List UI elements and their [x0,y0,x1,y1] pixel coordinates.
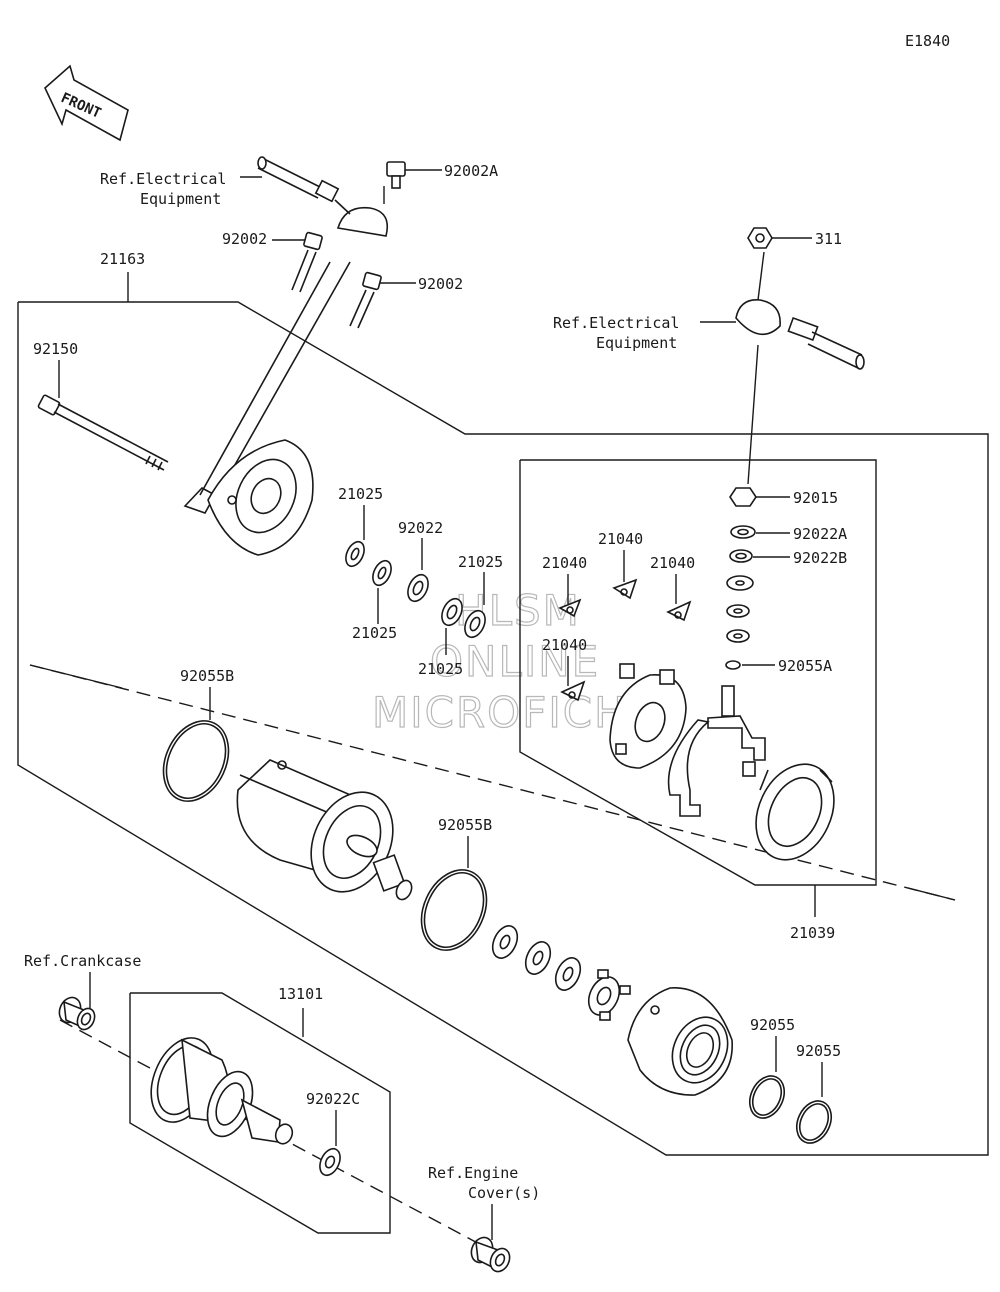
callout-92022: 92022 [398,519,443,537]
center-axis [29,664,956,901]
nut-92015-icon [729,487,757,507]
ref-electrical-2-line2: Equipment [596,334,677,352]
ref-electrical-1-line2: Equipment [140,190,221,208]
washer-21025-a [345,540,365,568]
front-arrow-icon: FRONT [44,64,129,142]
ref-electrical-2-line1: Ref.Electrical [553,314,679,332]
o-ring-92055B-a [162,720,230,802]
callout-92055-a: 92055 [750,1016,795,1034]
callout-92055B-a: 92055B [180,667,234,685]
callout-21039: 21039 [790,924,835,942]
diagram-code: E1840 [905,32,950,50]
front-end-cover [627,987,733,1096]
group-outline-13101 [129,992,391,1234]
bushing-engine-cover [470,1236,511,1273]
ref-electrical-1-line1: Ref.Electrical [100,170,226,188]
bolt-92002A-icon [386,161,406,189]
washer-21025-d [464,609,486,639]
starter-cable-top [257,156,389,237]
brush-21040-d [560,680,586,702]
callout-92022A: 92022A [793,525,847,543]
brush-plate [609,663,687,769]
watermark-line-2: ONLINE [430,637,600,686]
callout-92150: 92150 [33,340,78,358]
nut-311-icon [747,227,773,249]
bushing-crankcase [58,996,96,1031]
washer-92022A [730,525,756,539]
callout-92055-b: 92055 [796,1042,841,1060]
callout-21025-c: 21025 [458,553,503,571]
callout-92055B-b: 92055B [438,816,492,834]
callout-21040-a: 21040 [542,554,587,572]
motor-yoke [236,759,413,901]
o-ring-92055-b [795,1100,833,1144]
washer-21025-c [441,597,463,627]
washer-92022C [319,1147,341,1177]
ref-engine-cover-line2: Cover(s) [468,1184,540,1202]
callout-92002-upper: 92002 [222,230,267,248]
washer-92022 [407,573,429,603]
callout-311: 311 [815,230,842,248]
bolt-92002-lower-icon [349,271,382,329]
callout-92055A: 92055A [778,657,832,675]
ref-engine-cover-line1: Ref.Engine [428,1164,518,1182]
bolt-92002-upper-icon [291,231,323,293]
through-bolt-92150-icon [37,394,169,471]
commutator-cap [755,763,835,861]
callout-21025-d: 21025 [418,660,463,678]
watermark-line-3: MICROFICHE [372,688,656,737]
callout-21040-c: 21040 [650,554,695,572]
callout-21025-b: 21025 [352,624,397,642]
watermark: HLSM ONLINE MICROFICHE [371,585,656,737]
o-ring-92055-a [748,1075,786,1119]
callout-92022B: 92022B [793,549,847,567]
group-outline-21163 [17,301,989,1156]
o-ring-92055B-b [420,869,488,951]
terminal-bracket [667,685,766,817]
callout-21025-a: 21025 [338,485,383,503]
callout-21040-d: 21040 [542,636,587,654]
ref-crankcase: Ref.Crankcase [24,952,141,970]
callout-92022C: 92022C [306,1090,360,1108]
callout-92015: 92015 [793,489,838,507]
callout-21040-b: 21040 [598,530,643,548]
starter-cover-21163 [183,261,351,556]
callout-92002A: 92002A [444,162,498,180]
washer-21025-b [372,559,392,587]
callout-92002-lower: 92002 [418,275,463,293]
washer-92022B [729,549,753,563]
callout-13101: 13101 [278,985,323,1003]
starter-cable-right [735,299,865,370]
o-ring-92055A [725,660,741,670]
callout-21163: 21163 [100,250,145,268]
brush-21040-c [666,600,692,622]
lock-plate [587,969,631,1021]
starter-clutch-13101 [150,1037,294,1145]
